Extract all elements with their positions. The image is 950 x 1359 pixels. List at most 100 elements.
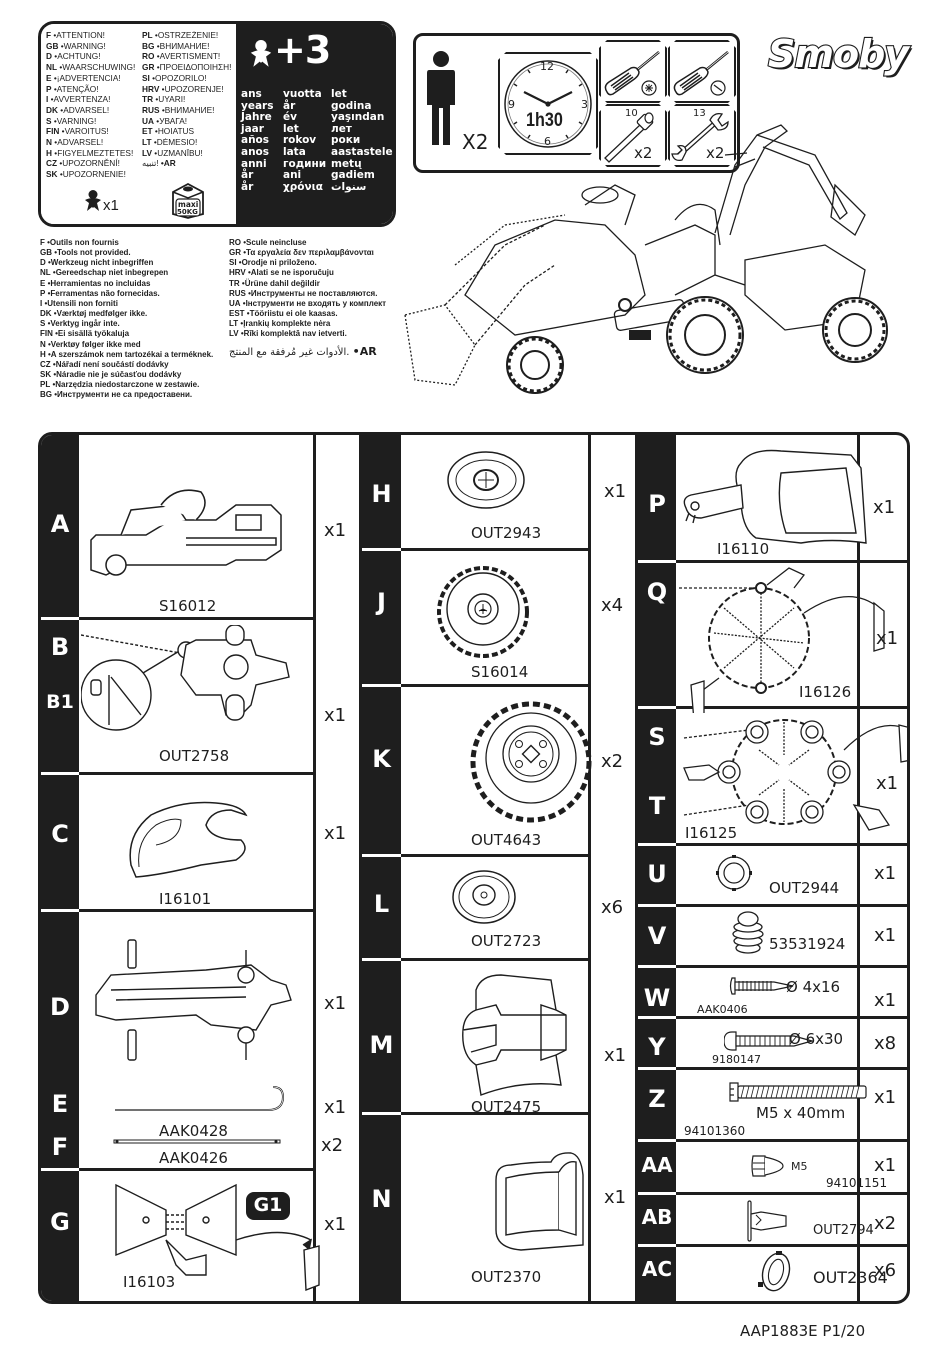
language-code: N xyxy=(40,339,46,349)
language-text: •Tools not provided. xyxy=(52,248,131,258)
language-text: •VAROITUS! xyxy=(59,126,109,137)
warning-list-right: PL •OSTRZEŻENIE!BG •ВНИМАНИЕ!RO •AVERTIS… xyxy=(142,30,231,169)
tools-panel: X2 12 3 6 9 1h30 xyxy=(413,33,740,173)
warning-panel: F •ATTENTION!GB •WARNING!D •ACHTUNG!NL •… xyxy=(38,21,396,227)
language-line: UA •УВАГА! xyxy=(142,116,231,127)
years-word: години xyxy=(283,157,327,170)
part-qty: x1 xyxy=(876,773,899,794)
language-line: RUS •Инструменты не поставляются. xyxy=(229,289,386,299)
divider xyxy=(857,435,860,1301)
part-letter: Q xyxy=(646,578,668,606)
clock-12: 12 xyxy=(540,60,554,73)
language-line: FIN •Ei sisällä työkaluja xyxy=(40,329,213,339)
language-line: CZ •UPOZORNĚNÍ! xyxy=(46,158,135,169)
bumper-stopper-part-icon xyxy=(732,911,764,954)
max-weight-icon: maxi 50KG xyxy=(169,180,207,220)
language-text: •UYARI! xyxy=(153,94,186,105)
language-text: •AVERTISMENT! xyxy=(154,51,221,62)
language-text: •UPOZORNĚNÍ! xyxy=(57,158,120,169)
part-letter: W xyxy=(643,984,671,1012)
language-line: HRV •UPOZORENJE! xyxy=(142,84,231,95)
years-word: godina xyxy=(331,99,372,112)
part-spec: M5 xyxy=(791,1160,808,1173)
language-text: •OPOZORILO! xyxy=(149,72,207,83)
language-line: RO •AVERTISMENT! xyxy=(142,51,231,62)
seat-part-icon xyxy=(495,1152,584,1251)
language-code: ET xyxy=(142,126,153,137)
row-divider xyxy=(638,1192,907,1195)
language-line: I •Utensili non forniti xyxy=(40,299,213,309)
language-code: •AR xyxy=(160,158,176,169)
language-text: •Ürüne dahil değildir xyxy=(239,278,320,288)
language-code: RUS xyxy=(229,288,246,298)
tool-socket-wrench: 10 x2 xyxy=(599,104,667,167)
part-letter: G xyxy=(50,1208,70,1236)
small-wheel-part-icon xyxy=(437,566,529,658)
push-cap-part-icon xyxy=(758,1251,791,1292)
steering-chassis-part-icon xyxy=(95,939,292,1061)
language-code: D xyxy=(40,258,46,268)
language-code: GR xyxy=(142,62,155,73)
language-code: N xyxy=(46,137,52,148)
language-text: •ATENÇÃO! xyxy=(51,83,99,94)
language-code: F xyxy=(40,238,45,247)
row-gap xyxy=(638,965,676,968)
part-code: AAK0428 xyxy=(159,1122,228,1140)
part-code: OUT4643 xyxy=(471,831,542,849)
row-gap xyxy=(638,1244,676,1247)
language-code: FIN xyxy=(40,329,53,339)
language-code: GB xyxy=(46,40,59,51)
language-code: CZ xyxy=(46,158,58,169)
tools-not-provided-arabic: الأدوات غير مُرفقة مع المنتج. •AR xyxy=(229,345,377,358)
hubcap-part-icon xyxy=(452,870,516,924)
row-divider xyxy=(638,1244,907,1247)
language-text: •Værktøj medfølger ikke. xyxy=(51,309,148,319)
language-code: D xyxy=(46,51,52,62)
language-code: PL xyxy=(142,30,153,40)
language-text: •ADVARSEL! xyxy=(57,104,110,115)
language-line: LT •Įrankių komplekte nėra xyxy=(229,319,386,329)
language-code: TR xyxy=(229,278,240,288)
years-word: rokov xyxy=(283,134,317,147)
max-weight-value: 50KG xyxy=(177,208,198,216)
language-text: •ВНИМАНИЕ! xyxy=(154,40,210,51)
years-word: lata xyxy=(283,145,306,158)
language-line: RUS •ВНИМАНИЕ! xyxy=(142,105,231,116)
row-gap xyxy=(362,958,401,961)
language-text: •FIGYELMEZTETES! xyxy=(52,147,134,158)
row-divider xyxy=(638,1067,907,1070)
part-code: S16012 xyxy=(159,597,217,615)
language-line: D •ACHTUNG! xyxy=(46,51,135,62)
language-text: •Инструменти не са предоставени. xyxy=(52,390,193,400)
row-gap xyxy=(362,548,401,551)
language-code: SI xyxy=(142,72,150,83)
language-text: •Alati se ne isporučuju xyxy=(245,268,334,278)
language-line: S •Verktyg ingår inte. xyxy=(40,319,213,329)
kid-icon xyxy=(83,190,103,212)
arabic-code: •AR xyxy=(352,345,377,358)
language-code: GR xyxy=(229,248,241,258)
person-icon xyxy=(426,50,456,148)
language-code: I xyxy=(40,298,43,308)
row-gap xyxy=(41,772,79,775)
part-code: OUT2364 xyxy=(813,1268,888,1287)
language-code: BG xyxy=(142,40,155,51)
language-line: H •A szerszámok nem tartozékai a termékn… xyxy=(40,350,213,360)
years-word: роки xyxy=(331,134,361,147)
part-letter: M xyxy=(369,1031,394,1059)
language-code: DK xyxy=(46,104,58,115)
language-line: BG •Инструменти не са предоставени. xyxy=(40,390,213,400)
row-divider xyxy=(638,560,907,563)
language-line: DK •ADVARSEL! xyxy=(46,105,135,116)
language-text: •ADVARSEL! xyxy=(52,137,104,148)
part-qty: x6 xyxy=(601,897,624,918)
decal-sheet-part-icon xyxy=(115,1183,320,1292)
language-line: UA •Інструменти не входять у комплект xyxy=(229,299,386,309)
language-text: •¡ADVERTENCIA! xyxy=(51,72,121,83)
sub-part-label: G1 xyxy=(253,1194,283,1216)
divider xyxy=(588,435,591,1301)
clock-9: 9 xyxy=(508,98,515,111)
years-word: ani xyxy=(283,169,302,182)
language-text: •A szerszámok nem tartozékai a terméknek… xyxy=(45,349,214,359)
